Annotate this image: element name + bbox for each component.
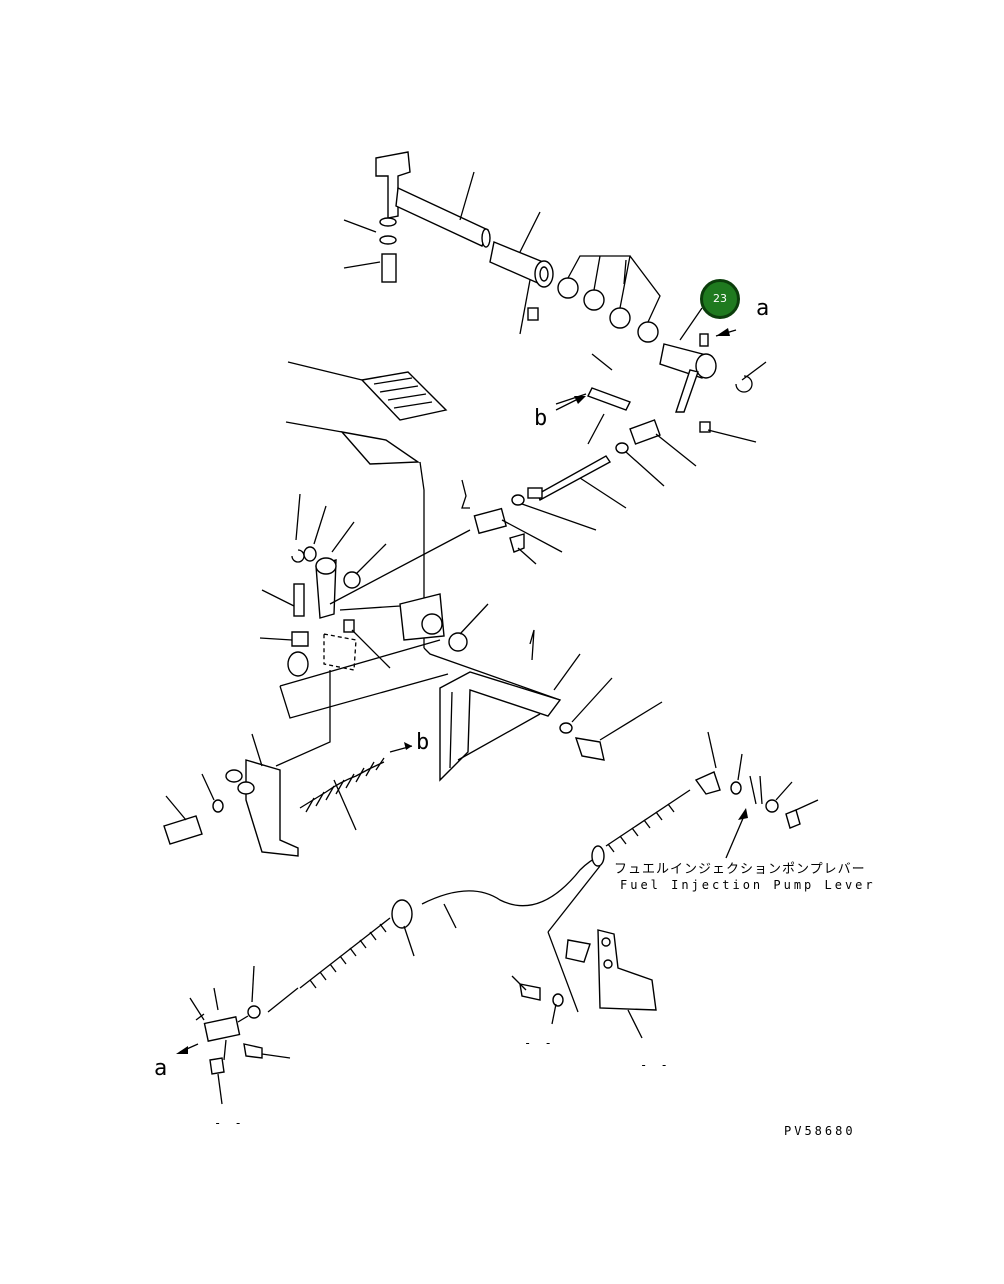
label-b-arrow: b xyxy=(416,730,430,755)
label-arrows xyxy=(555,328,730,411)
pivot-assembly xyxy=(259,479,563,767)
pump-end xyxy=(694,731,819,859)
label-lever-jp: フュエルインジェクションポンプレバー xyxy=(614,862,866,877)
pedal-shaft xyxy=(375,151,491,248)
lever-arm xyxy=(659,307,767,443)
callout-23-badge[interactable]: 23 xyxy=(700,279,740,319)
label-lever-en: Fuel Injection Pump Lever xyxy=(620,878,876,892)
cable-end-bottom xyxy=(176,965,291,1105)
pedal-arm xyxy=(439,629,663,782)
pedal-pad xyxy=(285,361,561,701)
throttle-cable xyxy=(267,789,691,1013)
lower-bracket xyxy=(163,733,413,857)
boss-tube xyxy=(489,211,554,335)
pump-bracket xyxy=(511,929,657,1039)
dash-mark-3: - - xyxy=(214,1116,245,1130)
upper-link-rod xyxy=(511,455,627,531)
rod-top xyxy=(555,353,697,487)
drawing-code: PV58680 xyxy=(784,1124,856,1138)
label-a-bottom: a xyxy=(154,1056,168,1081)
bushings xyxy=(557,255,661,343)
label-b-mid: b xyxy=(534,406,548,431)
dash-mark-2: - - xyxy=(640,1058,671,1072)
label-a-top: a xyxy=(756,296,770,321)
washers-left xyxy=(343,217,397,283)
dash-mark-1: - - xyxy=(524,1036,555,1050)
